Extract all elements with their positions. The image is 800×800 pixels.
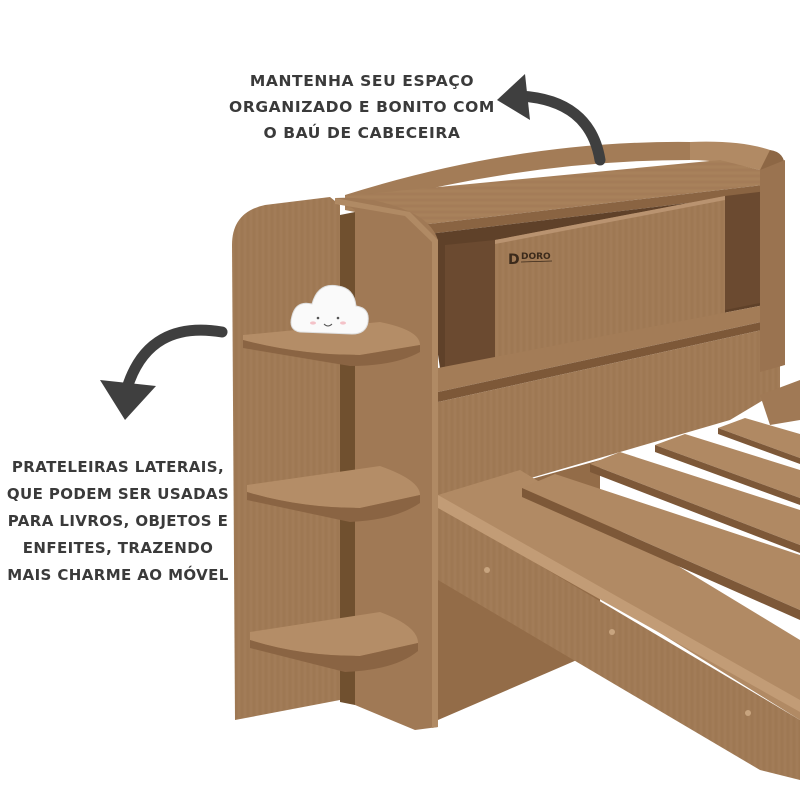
- top-shelf: [345, 160, 780, 225]
- bed-far-rail: [760, 380, 800, 425]
- side-shelf-2: [247, 466, 420, 522]
- middle-shelf: [438, 302, 780, 392]
- shelves-caption: PRATELEIRAS LATERAIS, QUE PODEM SER USAD…: [0, 454, 236, 589]
- curved-arrow-icon: [497, 74, 606, 166]
- side-shelf-tower: [232, 197, 438, 730]
- caption-line: MAIS CHARME AO MÓVEL: [7, 566, 229, 584]
- cloud-lamp-icon: [290, 284, 369, 335]
- caption-line: ORGANIZADO E BONITO COM: [229, 98, 495, 116]
- side-shelf-1: [243, 322, 420, 366]
- doro-logo: DORO: [521, 252, 551, 262]
- bed-side-rail: [438, 470, 800, 780]
- caption-line: PARA LIVROS, OBJETOS E: [7, 512, 229, 530]
- caption-line: O BAÚ DE CABECEIRA: [263, 124, 461, 142]
- caption-line: PRATELEIRAS LATERAIS,: [11, 458, 225, 476]
- bed-slats: [522, 418, 800, 620]
- doro-logo-letter: D: [508, 252, 520, 268]
- curved-arrow-icon: [100, 324, 228, 420]
- caption-line: ENFEITES, TRAZENDO: [22, 539, 214, 557]
- caption-line: QUE PODEM SER USADAS: [6, 485, 230, 503]
- headboard-caption: MANTENHA SEU ESPAÇO ORGANIZADO E BONITO …: [212, 68, 512, 146]
- caption-line: MANTENHA SEU ESPAÇO: [249, 72, 475, 90]
- side-shelf-3: [250, 612, 418, 672]
- headboard-front-panel: [438, 326, 780, 505]
